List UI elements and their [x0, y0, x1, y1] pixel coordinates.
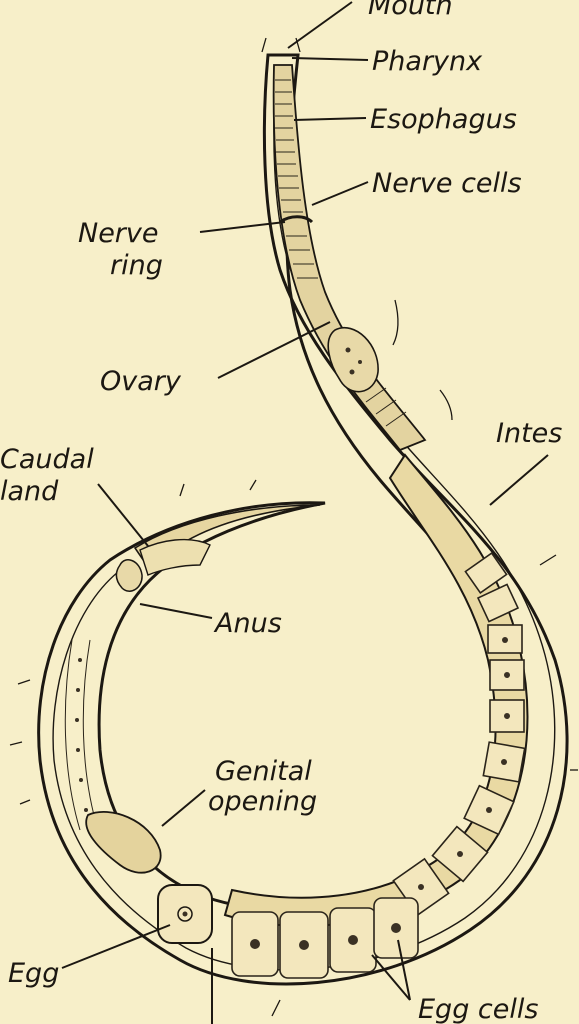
genital-opening-organ	[85, 811, 162, 874]
label-egg-cells: Egg cells	[418, 994, 538, 1024]
caudal-gland-organ	[115, 559, 143, 592]
egg-organ	[157, 884, 213, 944]
label-intestine: Intes	[496, 418, 562, 449]
left-gonad-chain	[64, 639, 99, 831]
label-pharynx: Pharynx	[372, 46, 483, 77]
label-esophagus: Esophagus	[370, 104, 517, 135]
labels: Mouth Pharynx Esophagus Nerve cells Nerv…	[0, 0, 562, 1024]
leader-lines	[61, 1, 549, 1024]
ovary-organ	[327, 327, 379, 393]
label-anus: Anus	[213, 608, 282, 639]
label-ovary: Ovary	[100, 366, 182, 397]
label-nerve-cells: Nerve cells	[372, 168, 522, 199]
label-egg: Egg	[8, 958, 59, 989]
label-caudal-gland-line1: Caudal	[0, 444, 94, 475]
intestine-organ	[223, 453, 529, 927]
egg-cells-organ	[231, 897, 419, 979]
label-nerve-ring-line1: Nerve	[78, 218, 159, 249]
label-genital-opening-line2: opening	[208, 786, 317, 817]
label-mouth: Mouth	[368, 0, 453, 21]
label-caudal-gland-line2: land	[0, 476, 59, 507]
label-genital-opening-line1: Genital	[215, 756, 312, 787]
label-nerve-ring-line2: ring	[110, 250, 163, 281]
bristles	[9, 37, 578, 1017]
tail-region	[115, 504, 321, 592]
